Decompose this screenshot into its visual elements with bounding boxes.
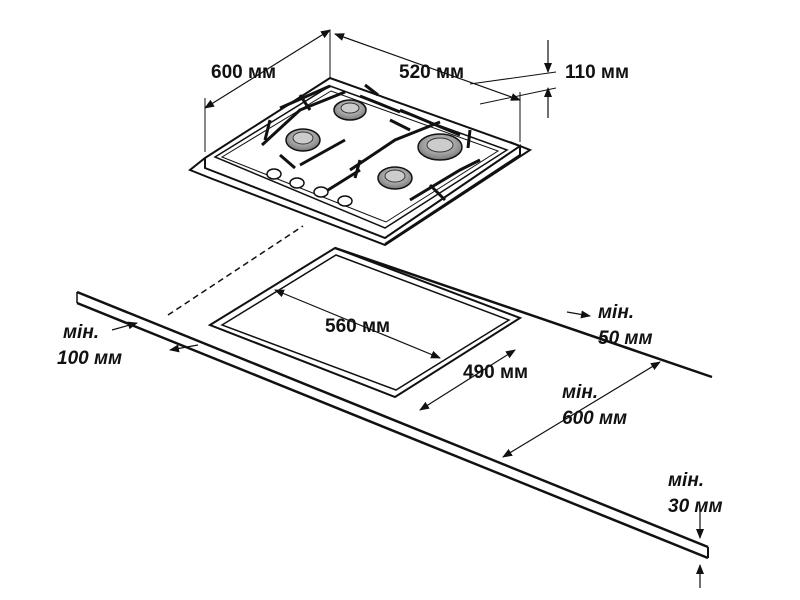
label-thick-min-1: мін. — [668, 470, 704, 491]
label-cutout-depth: 490 мм — [463, 362, 528, 383]
dimension-lines — [111, 29, 704, 588]
label-depth-min-1: мін. — [562, 382, 598, 403]
control-knobs — [266, 168, 353, 207]
label-cutout-width: 560 мм — [325, 316, 390, 337]
alignment-dashed-line — [167, 225, 304, 316]
label-hob-width: 520 мм — [399, 62, 464, 83]
label-clear-left-1: мін. — [63, 322, 99, 343]
label-hob-depth: 600 мм — [211, 62, 276, 83]
label-hob-height: 110 мм — [565, 62, 629, 83]
cutout-opening — [207, 246, 523, 399]
label-depth-min-2: 600 мм — [562, 408, 627, 429]
label-clear-left-2: 100 мм — [57, 348, 122, 369]
burners — [285, 99, 463, 190]
label-clear-back-1: мін. — [598, 302, 634, 323]
countertop — [76, 246, 713, 560]
dimension-labels: 600 мм 520 мм 110 мм 560 мм 490 мм мін. … — [57, 62, 723, 517]
label-thick-min-2: 30 мм — [668, 496, 723, 517]
gas-hob — [188, 76, 533, 247]
label-clear-back-2: 50 мм — [598, 328, 653, 349]
